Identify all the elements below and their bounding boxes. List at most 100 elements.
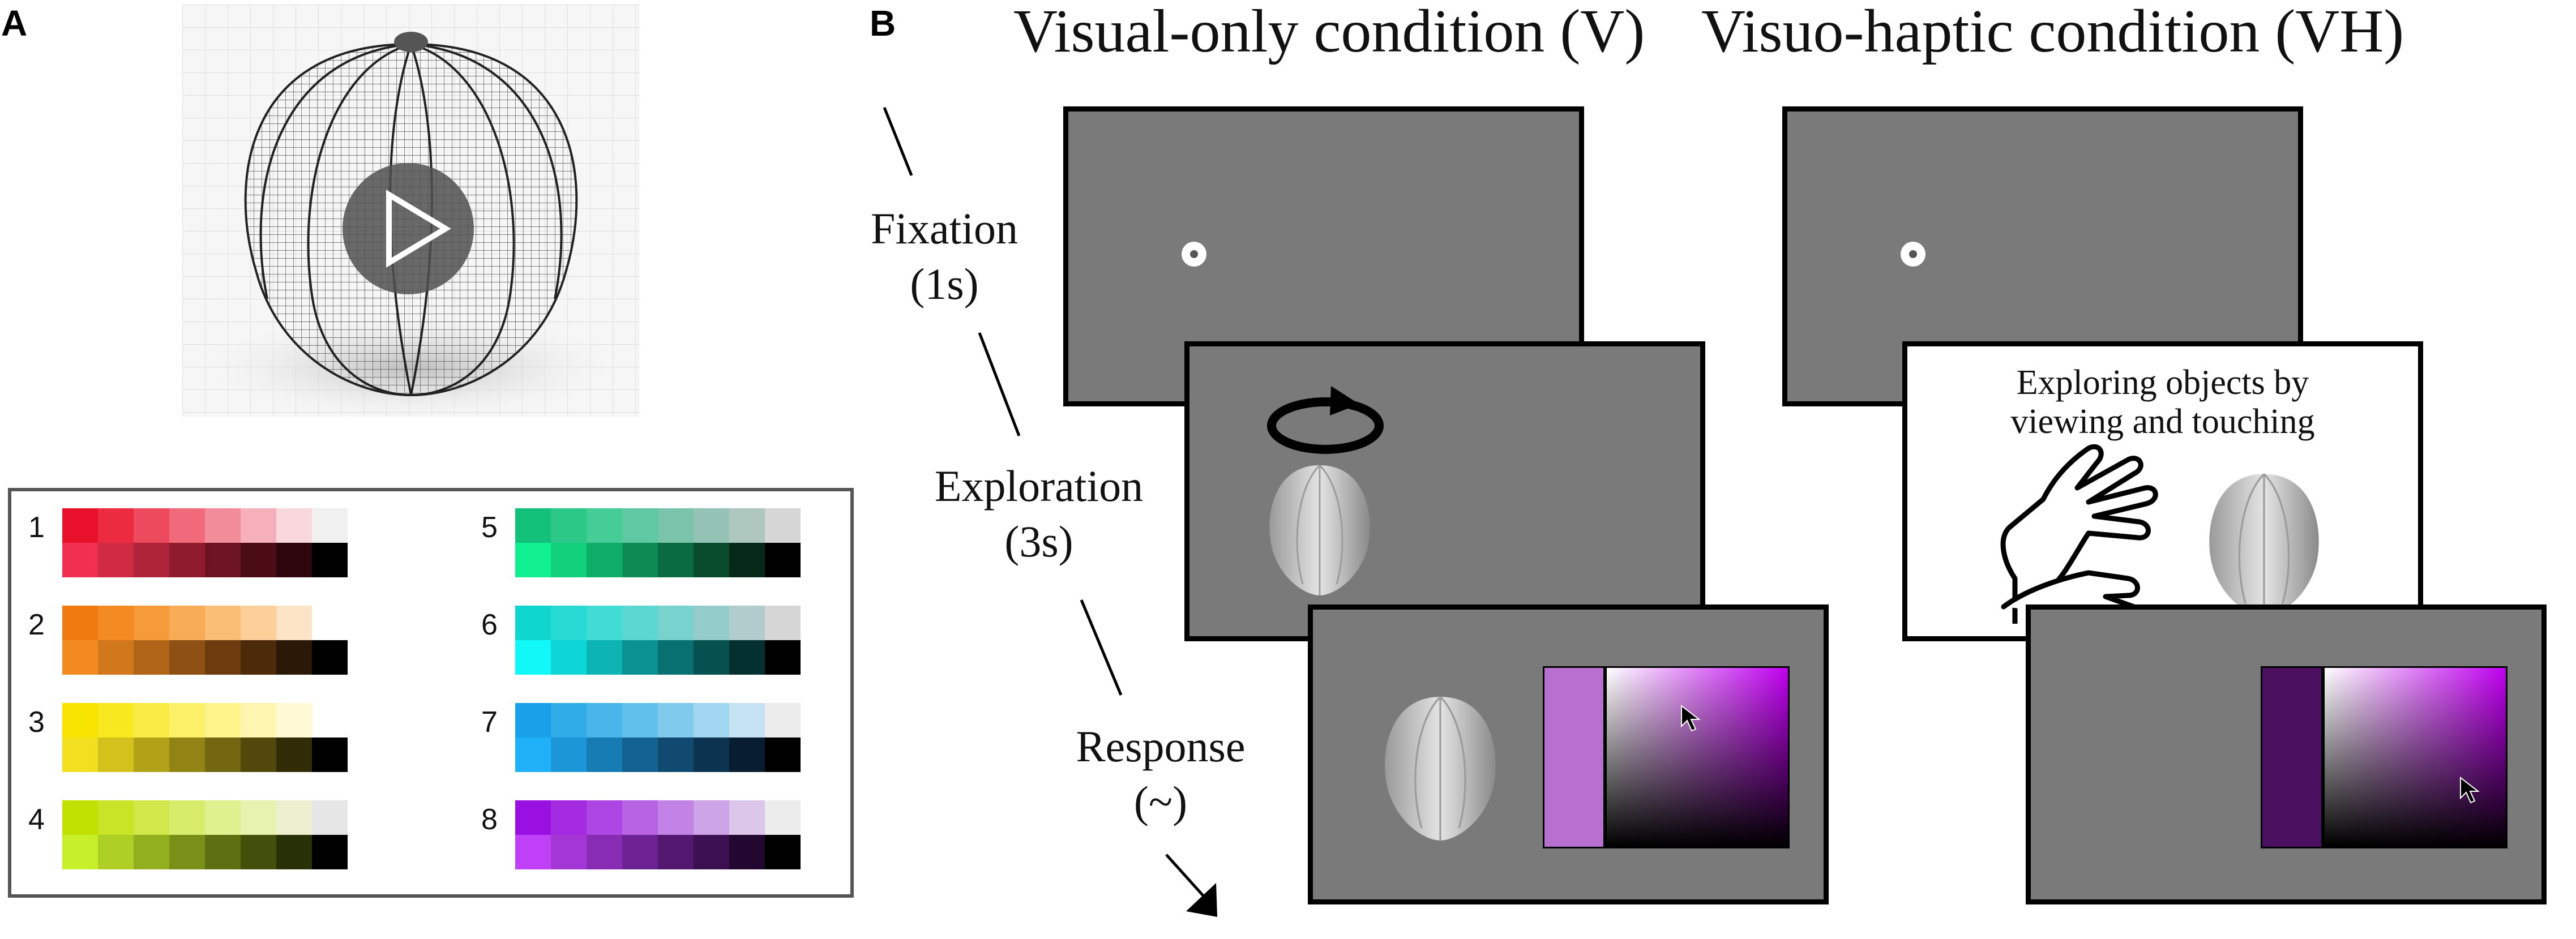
color-swatch[interactable] [622,800,658,835]
color-swatch[interactable] [205,640,241,675]
color-swatch[interactable] [622,640,658,675]
color-swatch[interactable] [515,738,551,772]
color-swatch[interactable] [312,543,348,577]
color-swatch[interactable] [551,738,587,772]
color-swatch[interactable] [551,835,587,869]
color-swatch[interactable] [515,508,551,543]
color-swatch[interactable] [551,508,587,543]
color-swatch[interactable] [169,508,205,543]
color-picker-square[interactable] [2323,666,2507,848]
color-swatch[interactable] [515,835,551,869]
color-swatch[interactable] [205,508,241,543]
color-swatch[interactable] [98,800,134,835]
color-swatch[interactable] [312,508,348,543]
color-swatch[interactable] [515,543,551,577]
color-swatch[interactable] [276,508,312,543]
color-swatch[interactable] [765,703,801,738]
color-swatch[interactable] [587,543,622,577]
color-swatch[interactable] [62,606,98,640]
color-swatch[interactable] [134,703,169,738]
color-swatch[interactable] [241,508,276,543]
color-swatch[interactable] [694,606,729,640]
color-swatch[interactable] [312,835,348,869]
color-swatch[interactable] [765,640,801,675]
color-swatch[interactable] [276,738,312,772]
color-swatch[interactable] [587,606,622,640]
color-swatch[interactable] [658,606,694,640]
color-swatch[interactable] [276,606,312,640]
color-swatch[interactable] [169,543,205,577]
color-swatch[interactable] [241,835,276,869]
color-swatch[interactable] [134,835,169,869]
color-swatch[interactable] [729,606,765,640]
color-swatch[interactable] [312,800,348,835]
color-swatch[interactable] [205,606,241,640]
color-swatch[interactable] [765,606,801,640]
color-swatch[interactable] [765,800,801,835]
color-swatch[interactable] [205,835,241,869]
color-swatch[interactable] [312,606,348,640]
color-swatch[interactable] [658,835,694,869]
color-swatch[interactable] [241,543,276,577]
color-swatch[interactable] [694,703,729,738]
color-swatch[interactable] [134,508,169,543]
color-swatch[interactable] [694,800,729,835]
selected-color-swatch[interactable] [1543,666,1605,848]
color-swatch[interactable] [622,606,658,640]
color-swatch[interactable] [241,703,276,738]
color-swatch[interactable] [312,703,348,738]
color-swatch[interactable] [765,543,801,577]
color-swatch[interactable] [62,835,98,869]
color-swatch[interactable] [622,738,658,772]
color-swatch[interactable] [694,738,729,772]
color-swatch[interactable] [694,835,729,869]
color-swatch[interactable] [765,508,801,543]
color-swatch[interactable] [205,800,241,835]
color-swatch[interactable] [62,738,98,772]
color-swatch[interactable] [658,800,694,835]
color-swatch[interactable] [658,543,694,577]
color-swatch[interactable] [62,640,98,675]
color-swatch[interactable] [551,606,587,640]
color-swatch[interactable] [658,703,694,738]
color-swatch[interactable] [312,738,348,772]
color-swatch[interactable] [765,738,801,772]
color-swatch[interactable] [134,640,169,675]
color-swatch[interactable] [551,640,587,675]
color-swatch[interactable] [98,543,134,577]
color-swatch[interactable] [241,738,276,772]
color-swatch[interactable] [169,703,205,738]
color-swatch[interactable] [729,508,765,543]
color-swatch[interactable] [134,738,169,772]
color-swatch[interactable] [169,606,205,640]
color-swatch[interactable] [587,800,622,835]
color-swatch[interactable] [729,640,765,675]
color-swatch[interactable] [98,738,134,772]
color-swatch[interactable] [62,703,98,738]
color-swatch[interactable] [169,640,205,675]
color-swatch[interactable] [622,508,658,543]
color-swatch[interactable] [169,835,205,869]
color-swatch[interactable] [622,703,658,738]
color-swatch[interactable] [241,606,276,640]
color-swatch[interactable] [694,543,729,577]
color-swatch[interactable] [169,738,205,772]
color-swatch[interactable] [551,800,587,835]
color-swatch[interactable] [587,703,622,738]
color-swatch[interactable] [98,508,134,543]
color-swatch[interactable] [205,738,241,772]
color-swatch[interactable] [658,738,694,772]
color-swatch[interactable] [587,640,622,675]
color-swatch[interactable] [98,606,134,640]
color-swatch[interactable] [62,543,98,577]
selected-color-swatch[interactable] [2261,666,2323,848]
color-swatch[interactable] [62,800,98,835]
color-swatch[interactable] [765,835,801,869]
color-swatch[interactable] [551,703,587,738]
color-swatch[interactable] [98,640,134,675]
color-swatch[interactable] [587,835,622,869]
color-swatch[interactable] [622,543,658,577]
object-video-thumbnail[interactable] [182,5,640,421]
color-swatch[interactable] [622,835,658,869]
color-swatch[interactable] [551,543,587,577]
